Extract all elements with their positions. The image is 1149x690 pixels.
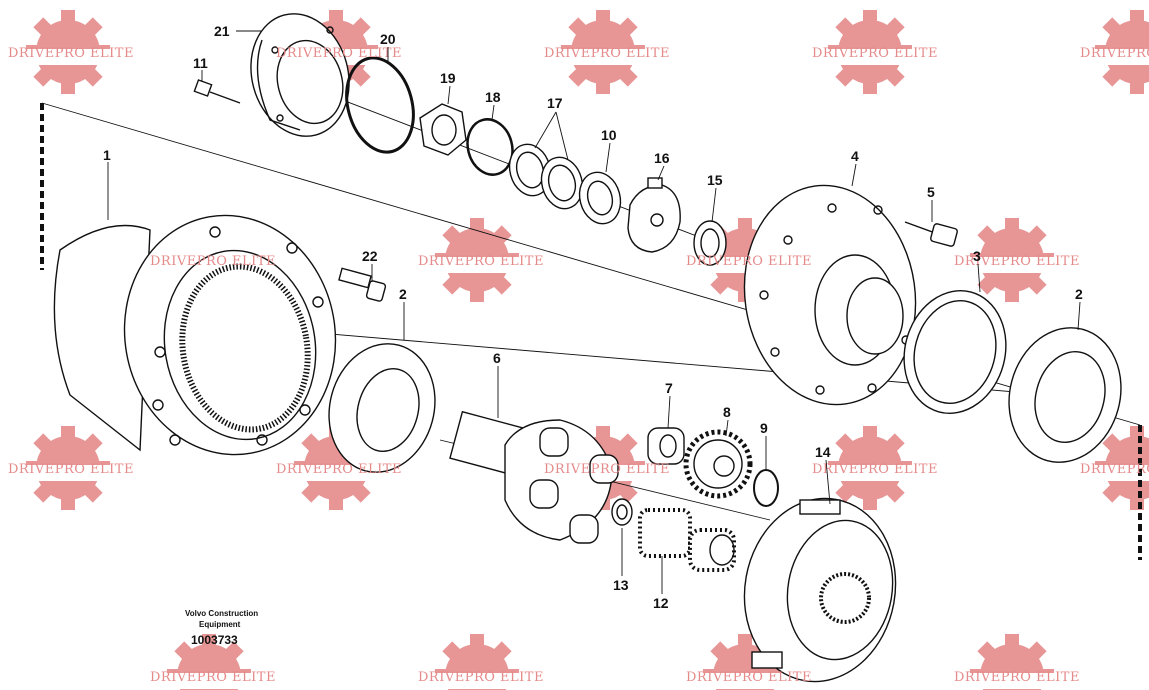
drawing-caption: Volvo Construction Equipment 1003733 — [185, 609, 258, 647]
watermark-text: DRIVEPRO ELITE — [544, 462, 670, 477]
part-label-21: 21 — [214, 23, 230, 39]
part-hub-4 — [743, 184, 917, 406]
part-cover-21 — [250, 13, 350, 137]
part-label-4: 4 — [851, 148, 859, 164]
watermark-text: DRIVEPRO ELITE — [954, 670, 1080, 685]
part-label-11: 11 — [193, 55, 208, 71]
caption-doc-number: 1003733 — [191, 633, 238, 647]
part-washer-13 — [611, 498, 633, 526]
part-label-5: 5 — [927, 184, 935, 200]
watermark-text: DRIVEPRO ELITE — [418, 670, 544, 685]
watermark-text: DRIVEPRO ELITE — [544, 46, 670, 61]
part-label-8: 8 — [723, 404, 731, 420]
part-bolt-11 — [193, 79, 241, 104]
part-label-2-right: 2 — [1075, 286, 1083, 302]
part-nut-19 — [419, 103, 467, 156]
part-washer-10 — [578, 171, 622, 225]
part-circlip-9 — [753, 469, 779, 507]
part-planet-gear-8 — [683, 429, 753, 499]
part-label-12: 12 — [653, 595, 669, 611]
part-label-20: 20 — [380, 31, 396, 47]
part-bearing-2-left — [328, 343, 436, 473]
part-o-ring-20 — [345, 56, 415, 154]
part-label-2-left: 2 — [399, 286, 407, 302]
part-bearing-2-right — [1008, 327, 1122, 463]
part-label-13: 13 — [613, 577, 629, 593]
watermark-text: DRIVEPRO ELITE — [1080, 462, 1149, 477]
watermark-text: DRIVEPRO ELITE — [954, 254, 1080, 269]
part-label-7: 7 — [665, 380, 673, 396]
part-label-10: 10 — [601, 127, 617, 143]
watermark-text: DRIVEPRO ELITE — [276, 46, 402, 61]
watermark-text: DRIVEPRO ELITE — [8, 46, 134, 61]
part-label-3: 3 — [973, 248, 981, 264]
watermark-text: DRIVEPRO ELITE — [686, 670, 812, 685]
part-bushing-15 — [693, 220, 727, 266]
watermark-text: DRIVEPRO ELITE — [8, 462, 134, 477]
watermark-text: DRIVEPRO ELITE — [418, 254, 544, 269]
part-planet-carrier-6 — [449, 410, 619, 544]
part-seal-3 — [903, 290, 1007, 414]
watermark-text: DRIVEPRO ELITE — [686, 254, 812, 269]
part-housing-1 — [53, 214, 337, 456]
part-label-18: 18 — [485, 89, 501, 105]
part-bolt-5 — [904, 221, 958, 247]
part-label-6: 6 — [493, 350, 501, 366]
part-ring-18 — [466, 118, 514, 176]
part-lock-washers-17 — [508, 111, 584, 210]
watermark-text: DRIVEPRO ELITE — [150, 254, 276, 269]
watermark-text-layer: DRIVEPRO ELITE DRIVEPRO ELITE DRIVEPRO E… — [8, 46, 1149, 685]
watermark-text: DRIVEPRO ELITE — [1080, 46, 1149, 61]
watermark-text: DRIVEPRO ELITE — [276, 462, 402, 477]
part-thrust-plate-16 — [627, 177, 681, 253]
part-coupling-14 — [743, 497, 897, 683]
watermark-text: DRIVEPRO ELITE — [812, 462, 938, 477]
part-label-9: 9 — [760, 420, 768, 436]
part-label-19: 19 — [440, 70, 456, 86]
part-bolt-22 — [338, 267, 387, 302]
leader-lines — [107, 30, 1081, 594]
part-label-22: 22 — [362, 248, 378, 264]
watermark-text: DRIVEPRO ELITE — [150, 670, 276, 685]
caption-line-2: Equipment — [199, 620, 241, 629]
part-sun-gear-12 — [638, 508, 736, 572]
part-number-labels: 21 20 11 19 18 17 10 16 15 4 5 1 22 2 3 … — [103, 23, 1083, 611]
part-needle-bearing-7 — [647, 427, 685, 465]
caption-line-1: Volvo Construction — [185, 609, 258, 618]
part-label-15: 15 — [707, 172, 723, 188]
part-label-16: 16 — [654, 150, 670, 166]
part-label-14: 14 — [815, 444, 831, 460]
watermark-text: DRIVEPRO ELITE — [812, 46, 938, 61]
part-label-1: 1 — [103, 147, 111, 163]
part-label-17: 17 — [547, 95, 563, 111]
